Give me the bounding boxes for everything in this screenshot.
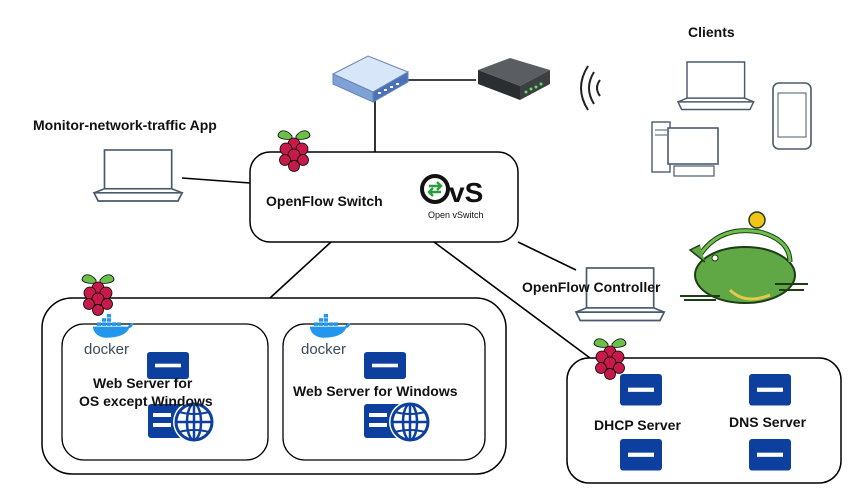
ovs-logo-sub: Open vSwitch — [428, 210, 484, 220]
client-laptop-icon — [677, 61, 755, 111]
line-switch-to-servers — [433, 241, 591, 359]
openflow-controller-label: OpenFlow Controller — [522, 279, 661, 295]
switch-raspberry-pi-icon — [277, 130, 311, 172]
monitor-app-label: Monitor-network-traffic App — [33, 117, 217, 133]
network-hub-icon — [331, 55, 410, 103]
docker-logo-text: docker — [301, 341, 346, 358]
docker-logo-text: docker — [84, 341, 129, 358]
router-icon — [478, 58, 550, 100]
container-other-os-box — [61, 323, 269, 461]
web-servers-raspberry-pi-icon — [81, 274, 115, 316]
web-server-windows-label: Web Server for Windows — [293, 383, 458, 399]
line-switch-to-controller — [517, 241, 577, 271]
server-icon — [364, 352, 406, 379]
connection-lines — [181, 79, 591, 359]
ovs-logo-text: vS — [449, 177, 483, 208]
dns-server-label: DNS Server — [729, 414, 807, 430]
line-monitor-to-switch — [181, 177, 251, 184]
wifi-icon — [580, 65, 601, 111]
client-desktop-icon — [651, 121, 719, 177]
clients-label: Clients — [688, 24, 735, 40]
web-server-globe-icon — [362, 399, 433, 445]
web-server-other-os-line1: Web Server for — [93, 375, 193, 391]
dhcp-server-label: DHCP Server — [594, 417, 681, 433]
openvswitch-logo: vS Open vSwitch — [420, 174, 484, 220]
monitor-laptop-icon — [93, 149, 184, 202]
openflow-switch-label: OpenFlow Switch — [266, 193, 383, 209]
openflow-switch-box — [249, 151, 519, 243]
line-switch-to-webservers — [269, 241, 332, 299]
web-server-other-os-line2: OS except Windows — [79, 393, 213, 409]
web-server-other-os-label: Web Server for OS except Windows — [79, 375, 213, 409]
container-windows-box — [282, 323, 486, 461]
ryu-dragon-logo — [680, 211, 808, 304]
infra-raspberry-pi-icon — [593, 338, 627, 380]
client-phone-icon — [772, 82, 812, 150]
